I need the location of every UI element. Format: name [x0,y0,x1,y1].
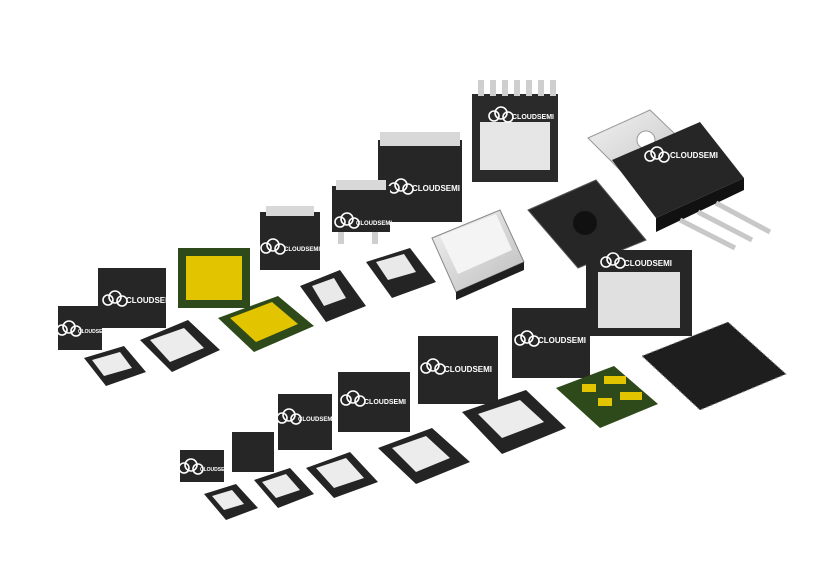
brand-label: CLOUDSEMI [670,151,718,160]
front-dfn-row [204,390,566,520]
toll-package [431,209,525,300]
qfn-small-chip: CLOUDSEMI [56,306,109,350]
brand-label: CLOUDSEMI [298,417,334,423]
gold-lga-module [556,366,658,428]
brand-label: CLOUDSEMI [284,247,320,253]
qfn-chip: CLOUDSEMI [98,268,174,328]
dpak-package: CLOUDSEMI [332,180,392,244]
brand-label: CLOUDSEMI [356,221,392,227]
sot-package [300,248,436,322]
brand-label: CLOUDSEMI [200,467,231,473]
gold-pad-module [178,248,250,308]
d2pak-package: CLOUDSEMI [378,132,462,222]
brand-label: CLOUDSEMI [512,114,554,121]
brand-label: CLOUDSEMI [444,365,492,374]
brand-label: CLOUDSEMI [412,184,460,193]
brand-label: CLOUDSEMI [126,296,174,305]
dfn-packages [84,320,220,386]
brand-label: CLOUDSEMI [364,399,406,406]
brand-label: CLOUDSEMI [624,259,672,268]
gold-qfn-module [218,296,314,352]
to220-package: CLOUDSEMI [587,109,772,251]
front-qfn-row: CLOUDSEMI CLOUDSEMI CLOUDSEMI CLOUDSEMI [178,336,498,482]
to-leadless-package [527,179,647,269]
mid-qfn-chip: CLOUDSEMI [512,308,590,378]
ipak-package: CLOUDSEMI [260,206,320,270]
d2pak-7l-package: CLOUDSEMI [472,80,558,182]
large-qfn-chip: CLOUDSEMI [586,250,692,336]
bga-chip [641,321,787,411]
brand-label: CLOUDSEMI [78,329,109,335]
brand-label: CLOUDSEMI [538,336,586,345]
